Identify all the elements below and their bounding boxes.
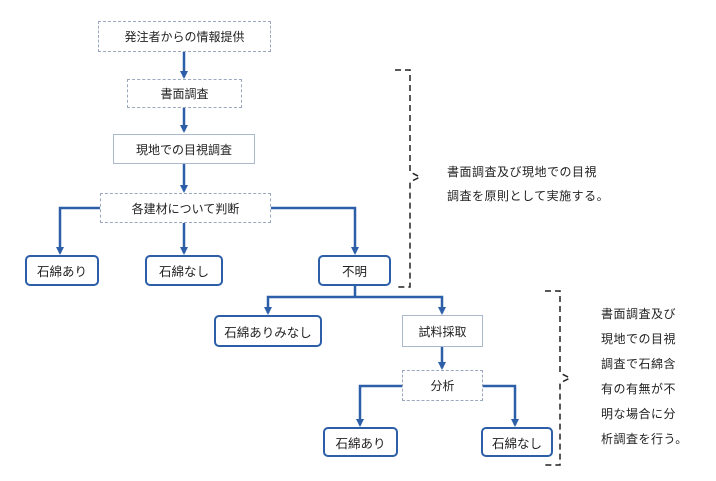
note-principle: 書面調査及び現地での目視 調査を原則として実施する。	[447, 160, 609, 208]
node-sampling: 試料採取	[402, 315, 483, 347]
bracket-analysis-rule	[545, 290, 572, 466]
note-analysis-line: 書面調査及び	[601, 307, 677, 321]
arrow-unknown-to-sampling	[355, 295, 446, 315]
arrow-analysis-to-yes	[356, 384, 402, 427]
node-analysis: 分析	[402, 370, 483, 401]
arrow-analysis-to-no	[483, 384, 519, 427]
note-analysis-line: 現地での目視	[601, 332, 677, 346]
note-analysis-rule: 書面調査及び 現地での目視 調査で石綿含 有の有無が不 明な場合に分 析調査を行…	[601, 302, 688, 452]
node-deemed-asbestos: 石綿ありみなし	[214, 315, 322, 347]
node-unknown: 不明	[318, 255, 391, 286]
node-document-survey: 書面調査	[127, 79, 242, 108]
arrow-unknown-to-deemed	[264, 295, 355, 315]
note-principle-line: 調査を原則として実施する。	[447, 189, 610, 203]
node-info-provision: 発注者からの情報提供	[98, 21, 271, 52]
note-analysis-line: 析調査を行う。	[601, 432, 688, 446]
note-principle-line: 書面調査及び現地での目視	[447, 165, 598, 179]
node-asbestos-no: 石綿なし	[145, 255, 223, 286]
note-analysis-line: 明な場合に分	[601, 407, 677, 421]
node-analysis-asbestos-no: 石綿なし	[481, 427, 553, 457]
arrow-judge-to-yes	[56, 206, 100, 255]
node-visual-survey: 現地での目視調査	[113, 134, 255, 164]
node-asbestos-yes: 石綿あり	[25, 255, 99, 286]
arrow-judge-to-unknown	[271, 206, 359, 255]
note-analysis-line: 有の有無が不	[601, 382, 677, 396]
node-analysis-asbestos-yes: 石綿あり	[323, 427, 398, 457]
bracket-principle	[395, 69, 422, 288]
note-analysis-line: 調査で石綿含	[601, 357, 677, 371]
node-judge-materials: 各建材について判断	[100, 193, 271, 223]
